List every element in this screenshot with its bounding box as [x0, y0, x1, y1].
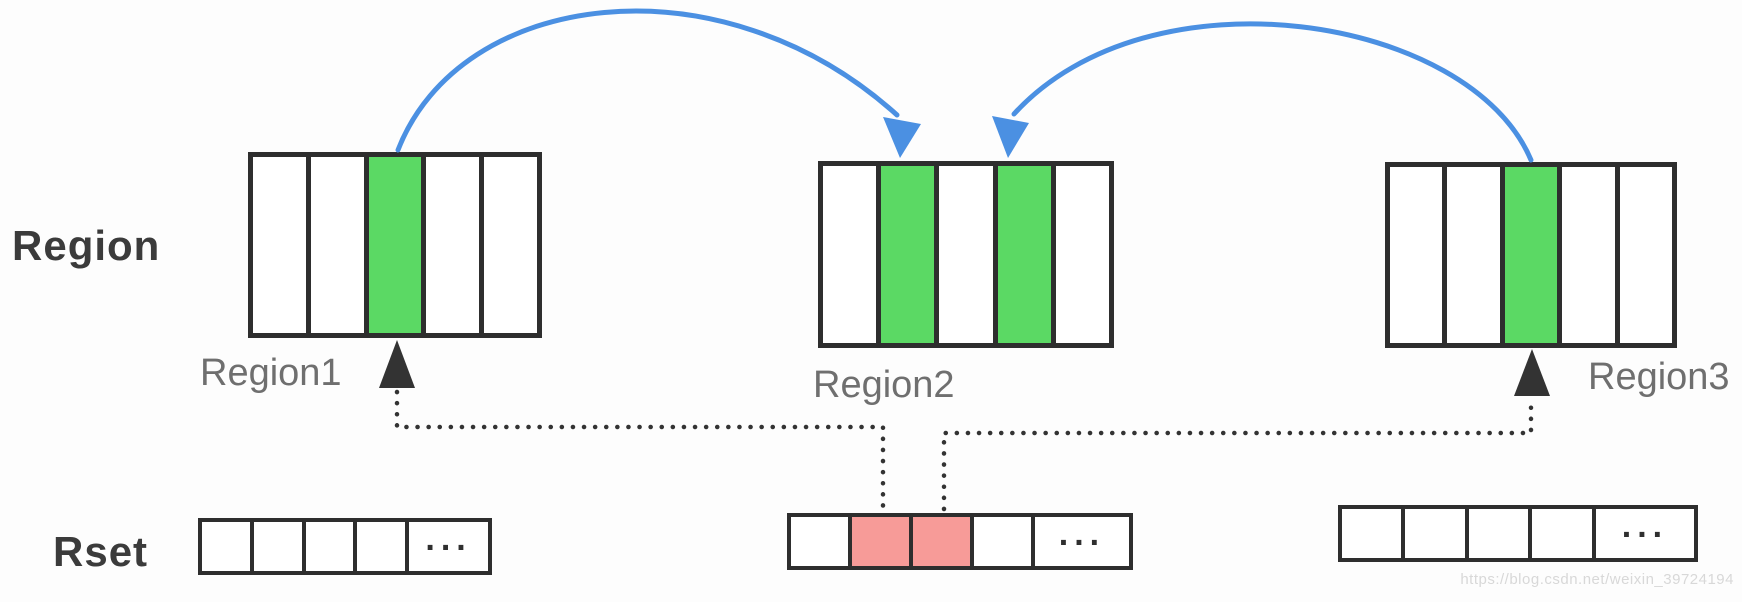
rset3-cell-white [1532, 509, 1596, 558]
rset3-cell-white [1469, 509, 1533, 558]
region1-cell-green [368, 157, 427, 333]
up-arrow-region1-icon [379, 340, 415, 388]
blue-arrow-region3-to-region2-icon [992, 21, 1534, 163]
rset2-bar: ... [787, 513, 1133, 570]
region3-cell-white [1620, 167, 1672, 343]
rset1-cell-white [357, 522, 410, 571]
rset1-cell-white [202, 522, 254, 571]
region3-cell-white [1447, 167, 1505, 343]
region2-cell-green [881, 166, 940, 343]
region2-label: Region2 [813, 364, 955, 406]
rset2-cell-pink [912, 517, 974, 566]
rset1-bar: ... [198, 518, 492, 575]
region1-cell-white [311, 157, 369, 333]
region2-cell-white [1056, 166, 1109, 343]
rset1-cell-white [306, 522, 358, 571]
rset2-cell-pink [851, 517, 913, 566]
region2-cell-green [997, 166, 1056, 343]
rset3-cell-ellipsis: ... [1621, 507, 1669, 545]
rset2-cell-ellipsis: ... [1058, 515, 1106, 553]
region3-cell-white [1390, 167, 1448, 343]
rset2-cell-white [974, 517, 1035, 566]
region1-box [248, 152, 542, 338]
region3-box [1385, 162, 1677, 348]
region1-cell-white [253, 157, 311, 333]
dotted-connector-rset2-to-region1 [394, 389, 886, 512]
region2-box [818, 161, 1114, 348]
region3-cell-white [1562, 167, 1620, 343]
rset3-cell-white [1405, 509, 1469, 558]
rset3-cell-white [1342, 509, 1406, 558]
region1-cell-white [484, 157, 537, 333]
up-arrow-region3-icon [1514, 349, 1550, 396]
blue-arrow-region1-to-region2-icon [395, 8, 921, 158]
rset-row-label: Rset [53, 528, 149, 575]
rset1-cell-ellipsis: ... [425, 520, 472, 558]
watermark-text: https://blog.csdn.net/weixin_39724194 [1460, 571, 1734, 588]
region3-label: Region3 [1588, 356, 1730, 398]
region-row-label: Region [12, 222, 161, 269]
rset1-cell-white [254, 522, 306, 571]
region3-cell-green [1504, 167, 1563, 343]
region1-label: Region1 [200, 352, 342, 394]
region2-cell-white [939, 166, 998, 343]
dotted-connector-rset2-to-region3 [941, 395, 1534, 512]
rset2-cell-white [791, 517, 852, 566]
rset3-bar: ... [1338, 505, 1698, 562]
region1-cell-white [426, 157, 485, 333]
region2-cell-white [823, 166, 882, 343]
